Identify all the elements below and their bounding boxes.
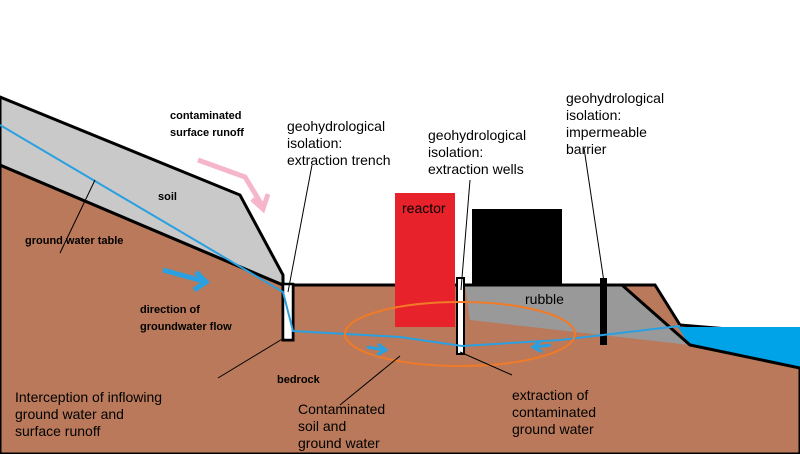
rubble-pile xyxy=(465,285,690,345)
label-interception: Interception of inflowing ground water a… xyxy=(15,389,166,439)
reactor-building xyxy=(395,193,455,327)
groundwater-flow-arrow xyxy=(162,267,210,293)
sea xyxy=(678,327,800,368)
runoff-arrow xyxy=(197,157,271,214)
extraction-well xyxy=(456,277,465,355)
turbine-building xyxy=(472,209,562,285)
ground-water-table xyxy=(0,124,681,348)
plume-flow-arrow-right xyxy=(530,339,552,354)
label-contaminated-soil: Contaminated soil and ground water xyxy=(298,401,389,451)
leader-lines xyxy=(59,147,605,406)
impermeable-barrier xyxy=(600,278,607,345)
label-reactor: reactor xyxy=(402,200,446,216)
label-contaminated-runoff: contaminated surface runoff xyxy=(170,110,245,139)
label-extraction-of-groundwater: extraction of contaminated ground water xyxy=(512,387,600,437)
label-bedrock: bedrock xyxy=(277,374,321,386)
label-direction-of-flow: direction of groundwater flow xyxy=(140,304,232,333)
label-impermeable-barrier: geohydrological isolation: impermeable b… xyxy=(566,90,668,157)
label-soil: soil xyxy=(158,191,177,203)
plume-flow-arrow-left xyxy=(366,342,389,357)
label-ground-water-table: ground water table xyxy=(25,235,123,247)
label-extraction-trench: geohydrological isolation: extraction tr… xyxy=(287,118,391,168)
label-rubble: rubble xyxy=(525,291,564,307)
contamination-plume xyxy=(344,301,576,367)
label-extraction-wells: geohydrological isolation: extraction we… xyxy=(428,127,530,177)
soil-layer xyxy=(0,95,285,288)
